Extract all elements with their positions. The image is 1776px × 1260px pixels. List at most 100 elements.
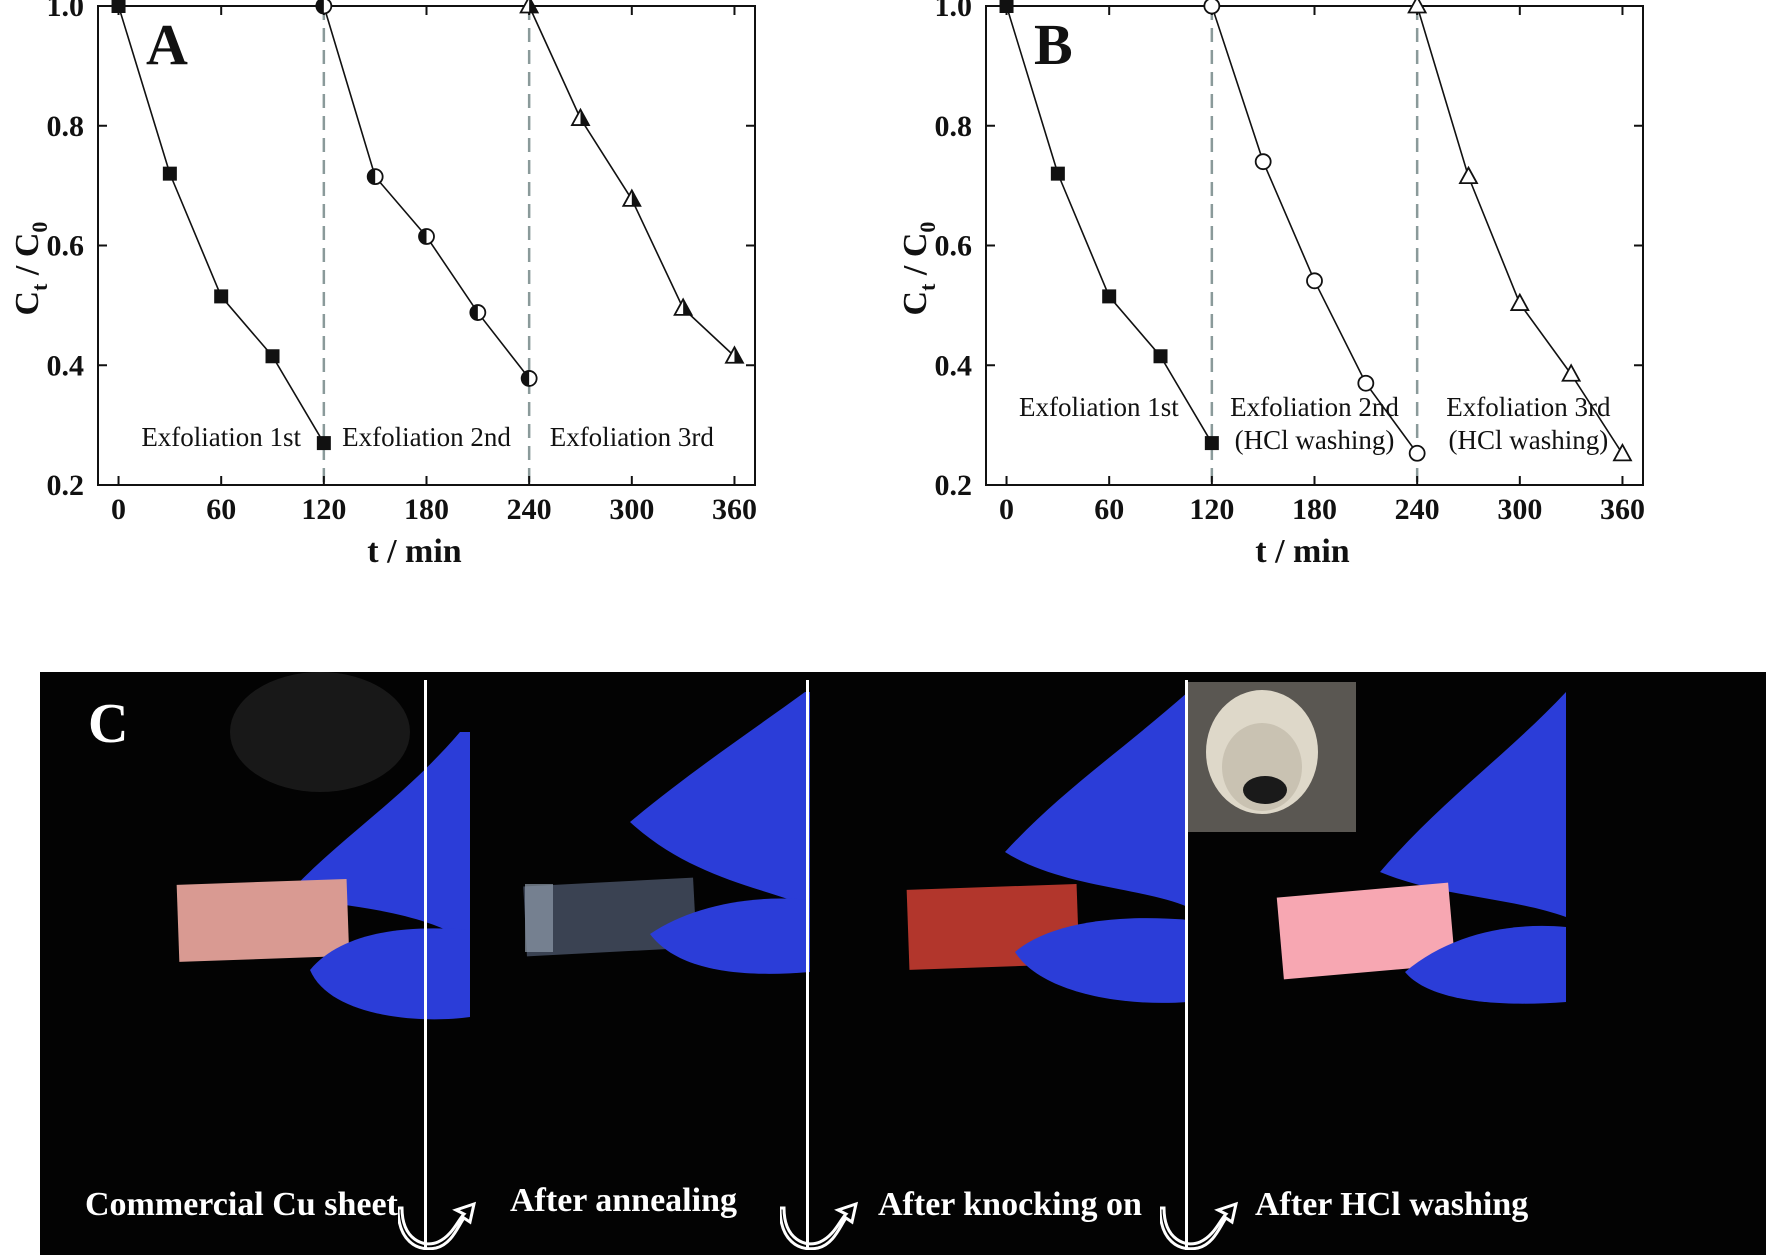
y-tick-label: 0.6 (47, 230, 85, 263)
x-tick-label: 240 (507, 493, 552, 526)
data-point (366, 168, 384, 186)
washed-sheet (1276, 882, 1456, 980)
x-tick-label: 60 (1094, 493, 1124, 526)
y-axis-title: Ct / C0 (897, 222, 940, 316)
y-tick-label: 1.0 (47, 0, 85, 23)
y-tick-label: 0.2 (935, 469, 973, 502)
photo-panel: C Commercial Cu sheet After annealing Af… (40, 672, 1766, 1255)
caption-after-hcl-washing: After HCl washing (1255, 1186, 1529, 1223)
x-tick-label: 300 (1497, 493, 1542, 526)
y-axis-title: Ct / C0 (9, 222, 52, 316)
data-point (265, 349, 280, 364)
data-point (214, 289, 229, 304)
data-point (520, 370, 538, 387)
data-point (162, 166, 177, 181)
data-point (1407, 0, 1428, 14)
annotation-label: Exfoliation 2nd (1230, 392, 1399, 422)
y-tick-label: 0.8 (935, 110, 973, 143)
annotation-label: Exfoliation 1st (141, 422, 301, 452)
series-line (528, 5, 736, 357)
plot-frame (97, 5, 756, 486)
data-point (1204, 436, 1219, 451)
data-point (1254, 153, 1272, 171)
y-tick-label: 0.4 (47, 349, 85, 382)
data-point (570, 107, 591, 126)
x-tick-label: 120 (1189, 493, 1234, 526)
glove-upper-4 (1380, 692, 1566, 917)
y-tick-label: 0.4 (935, 349, 973, 382)
x-tick-label: 120 (301, 493, 346, 526)
glove-lower-4 (1405, 925, 1566, 1004)
x-tick-label: 300 (609, 493, 654, 526)
photo-frame-1 (176, 672, 470, 1020)
x-tick-label: 0 (999, 493, 1014, 526)
data-point (1306, 272, 1323, 290)
x-tick-label: 360 (712, 493, 757, 526)
x-tick-label: 360 (1600, 493, 1645, 526)
series-line (1211, 5, 1418, 454)
annotation-label: Exfoliation 3rd (1446, 392, 1611, 422)
data-point (1612, 442, 1633, 462)
caption-after-annealing: After annealing (510, 1182, 737, 1219)
data-point (315, 0, 333, 15)
data-point (316, 436, 331, 451)
data-point (999, 0, 1014, 13)
y-tick-label: 0.8 (47, 110, 85, 143)
x-axis-title: t / min (1255, 533, 1350, 570)
photo-scene (176, 672, 1566, 1020)
data-point (111, 0, 126, 13)
data-point (1561, 363, 1582, 382)
data-point (1509, 292, 1530, 311)
y-tick-label: 0.2 (47, 469, 85, 502)
photo-frame-2 (523, 692, 810, 974)
caption-after-knocking-on: After knocking on (878, 1186, 1142, 1223)
series-line (1416, 5, 1624, 455)
data-point (1102, 289, 1117, 304)
series-line (323, 5, 530, 379)
curved-arrow-icon (780, 1201, 859, 1250)
caption-commercial-cu-sheet: Commercial Cu sheet (85, 1186, 398, 1223)
data-point (621, 188, 642, 207)
data-point (1458, 165, 1479, 185)
x-tick-label: 0 (111, 493, 126, 526)
data-point (469, 304, 487, 321)
glove-upper-3 (1005, 692, 1188, 907)
photo-frame-3 (906, 682, 1356, 1003)
glove-lower-1 (310, 928, 470, 1020)
annotation-label: (HCl washing) (1449, 425, 1609, 455)
glove-upper-2 (630, 692, 810, 907)
photo-divider (424, 680, 427, 1250)
x-axis-title: t / min (367, 533, 462, 570)
y-tick-label: 1.0 (935, 0, 973, 23)
data-point (724, 345, 745, 364)
y-tick-label: 0.6 (935, 230, 973, 263)
data-point (1050, 166, 1065, 181)
panel-label: B (1034, 12, 1073, 77)
photo-frame-4 (1276, 692, 1566, 1004)
data-point (673, 297, 694, 316)
data-point (519, 0, 540, 14)
panel-label: A (146, 12, 188, 77)
x-tick-label: 180 (1292, 493, 1337, 526)
photo-divider (1185, 680, 1188, 1250)
annotation-label: (HCl washing) (1235, 425, 1395, 455)
data-point (418, 228, 435, 245)
photo-divider (806, 680, 809, 1250)
curved-arrow-icon (398, 1201, 477, 1250)
data-point (1357, 374, 1375, 392)
annotation-label: Exfoliation 3rd (550, 422, 715, 452)
annotation-label: Exfoliation 2nd (342, 422, 511, 452)
data-point (1203, 0, 1221, 15)
annotation-label: Exfoliation 1st (1019, 392, 1179, 422)
copper-sheet (176, 878, 350, 962)
curved-arrow-icon (1160, 1201, 1239, 1250)
panel-label-c: C (88, 693, 129, 755)
x-tick-label: 180 (404, 493, 449, 526)
data-point (1408, 444, 1426, 462)
data-point (1153, 349, 1168, 364)
glove-lower-2 (650, 898, 810, 974)
